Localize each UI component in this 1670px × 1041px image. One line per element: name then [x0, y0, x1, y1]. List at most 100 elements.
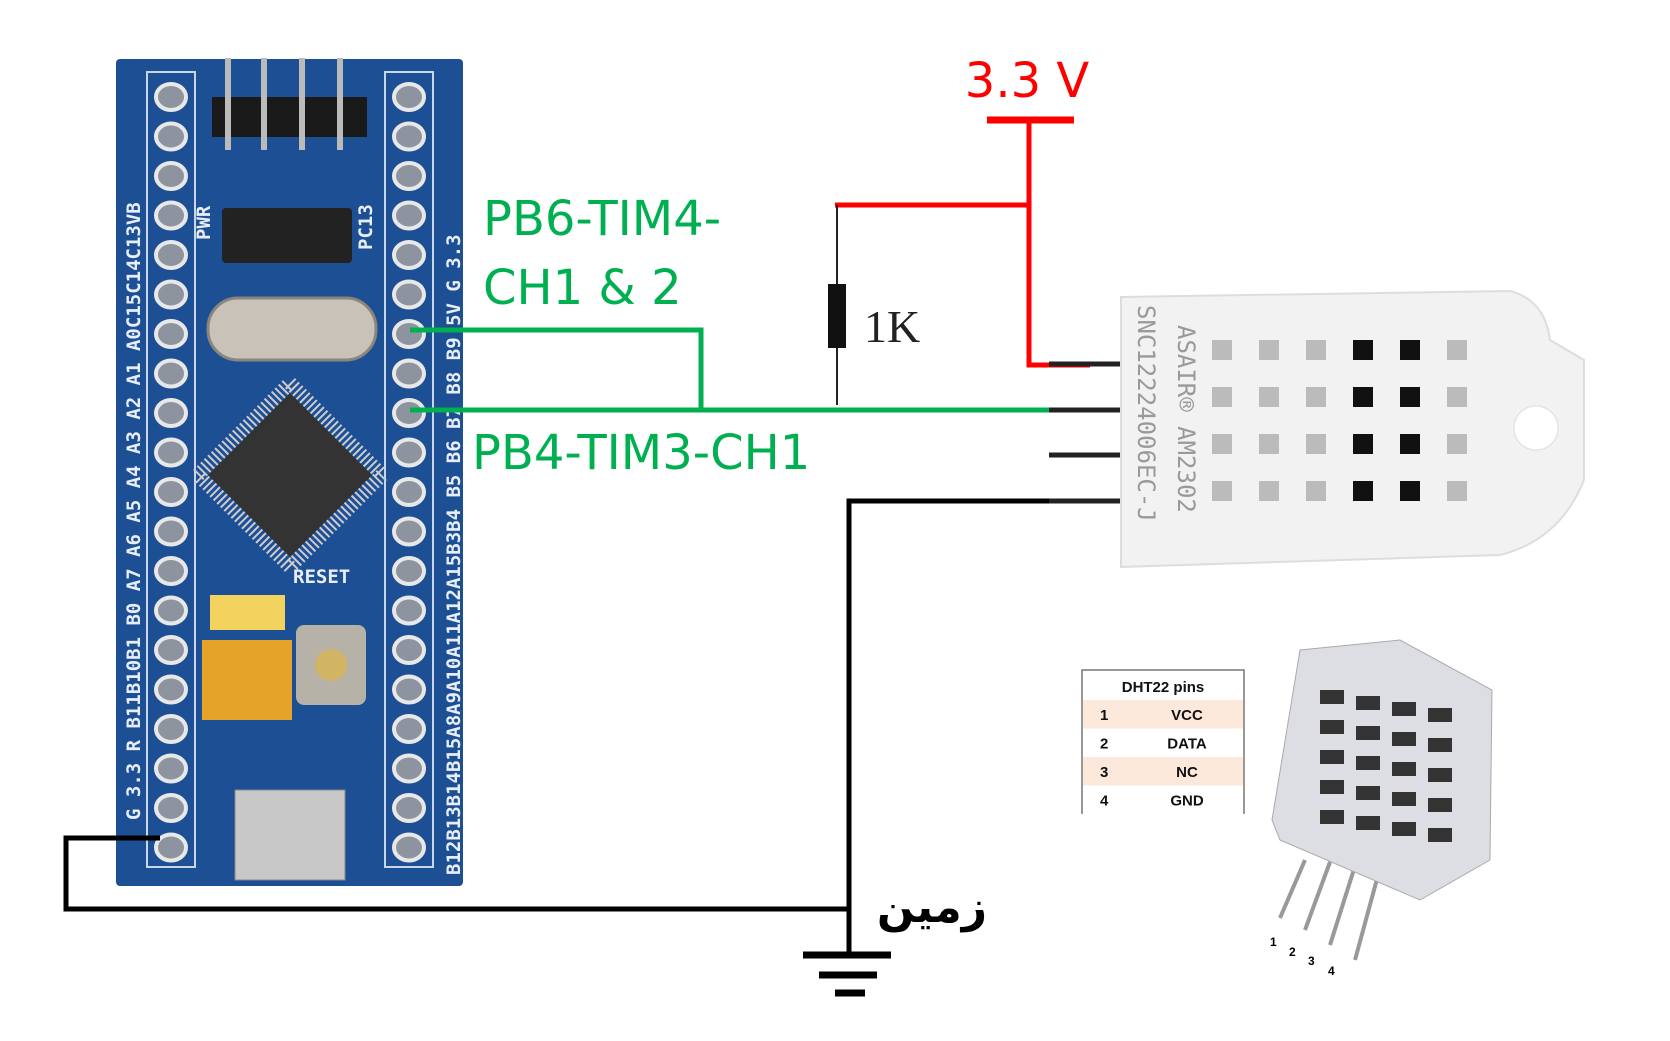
left-pin-labels: G 3.3 R B11B10B1 B0 A7 A6 A5 A4 A3 A2 A1… — [123, 202, 145, 820]
sensor-vent — [1356, 756, 1380, 770]
pin-hole — [154, 477, 188, 507]
pin-hole — [154, 121, 188, 152]
pin-num-3: 3 — [1308, 954, 1315, 968]
supply-voltage-label: 3.3 V — [965, 53, 1090, 109]
pc13-label: PC13 — [355, 204, 377, 250]
pin-hole — [392, 121, 426, 152]
pin-hole — [392, 714, 426, 744]
pin-name: VCC — [1171, 707, 1203, 724]
pin-num-4: 4 — [1328, 964, 1335, 978]
board-gnd-wire — [63, 835, 849, 912]
pin-hole — [154, 437, 188, 468]
pin-hole — [154, 240, 188, 270]
sensor-vent — [1353, 434, 1373, 454]
pin-number: 2 — [1100, 736, 1108, 753]
pin-num-2: 2 — [1289, 945, 1296, 959]
pin-hole — [154, 279, 188, 310]
sensor-marking-1: ASAIR® AM2302 — [1172, 325, 1200, 513]
pin-hole — [154, 82, 188, 112]
pin-hole — [154, 635, 188, 665]
pin-hole — [392, 319, 426, 349]
usb-connector — [234, 789, 346, 881]
boot-jumpers — [202, 640, 292, 720]
pin-hole — [392, 516, 426, 547]
pin-hole — [392, 161, 426, 191]
sensor-vent — [1212, 340, 1232, 360]
sensor-vent — [1400, 481, 1420, 501]
stm32-blue-pill-board: G 3.3 R B11B10B1 B0 A7 A6 A5 A4 A3 A2 A1… — [116, 58, 465, 886]
pin-hole — [392, 358, 426, 389]
sensor-vent — [1306, 481, 1326, 501]
sensor-vent — [1353, 340, 1373, 360]
sensor-vent — [1306, 340, 1326, 360]
pin-hole — [154, 832, 188, 863]
vcc-wire — [1026, 120, 1090, 368]
pin-table-row — [1083, 728, 1243, 757]
sensor-vent — [1428, 738, 1452, 752]
sensor-vent — [1356, 726, 1380, 740]
pin-hole — [392, 279, 426, 310]
resistor-label: 1K — [864, 301, 920, 352]
pin-hole — [392, 398, 426, 428]
sensor-vent — [1447, 387, 1467, 407]
pin-name: NC — [1176, 764, 1198, 781]
pin-table-row — [1083, 785, 1243, 814]
sensor-vent — [1392, 792, 1416, 806]
main-crystal — [206, 296, 378, 362]
sensor-vent — [1306, 434, 1326, 454]
pin-hole — [154, 793, 188, 823]
pin-hole — [154, 516, 188, 547]
sensor-vent — [1356, 786, 1380, 800]
sensor-marking-2: SNC12224006EC-J — [1132, 305, 1160, 522]
pin-hole — [154, 200, 188, 231]
sensor-vent — [1400, 387, 1420, 407]
pin-hole — [154, 595, 188, 626]
sensor-vent — [1400, 340, 1420, 360]
pin-hole — [392, 753, 426, 784]
pin-hole — [154, 358, 188, 389]
pullup-resistor: 1K — [828, 205, 920, 405]
sensor-vent — [1428, 798, 1452, 812]
sensor-vent — [1353, 481, 1373, 501]
reset-label: RESET — [293, 566, 350, 588]
sensor-vent — [1259, 434, 1279, 454]
sensor-vent — [1320, 690, 1344, 704]
pin-hole — [392, 437, 426, 468]
sensor-vent — [1428, 708, 1452, 722]
pin-hole — [154, 556, 188, 586]
sensor-vent — [1306, 387, 1326, 407]
sensor-vent — [1400, 434, 1420, 454]
right-pin-labels: B12B13B14B15A8A9A10A11A12A15B3B4 B5 B6 B… — [443, 234, 465, 875]
sensor-vent — [1447, 481, 1467, 501]
rtc-crystal — [222, 208, 352, 263]
pb6-label-line2: CH1 & 2 — [483, 260, 682, 316]
pin-hole — [154, 753, 188, 784]
sensor-vent — [1259, 387, 1279, 407]
sensor-vent — [1428, 768, 1452, 782]
sensor-vent — [1428, 828, 1452, 842]
sensor-vent — [1392, 762, 1416, 776]
pin-hole — [392, 635, 426, 665]
sensor-vent — [1356, 696, 1380, 710]
pin-hole — [392, 674, 426, 705]
sensor-vent — [1320, 810, 1344, 824]
dht22-3d-image: 1 2 3 4 — [1270, 639, 1493, 978]
pin-number: 4 — [1100, 793, 1109, 810]
pin-number: 3 — [1100, 764, 1108, 781]
pin-hole — [392, 82, 426, 112]
sensor-vent — [1320, 780, 1344, 794]
sensor-vent — [1392, 702, 1416, 716]
pin-hole — [154, 674, 188, 705]
pin-hole — [154, 161, 188, 191]
sensor-vent — [1212, 481, 1232, 501]
sensor-vent — [1353, 387, 1373, 407]
sensor-vent — [1356, 816, 1380, 830]
pin-hole — [154, 714, 188, 744]
pb6-wire — [410, 327, 704, 410]
ground-label: زمین — [877, 882, 987, 933]
boot-jumper — [210, 595, 285, 630]
sensor-vent — [1259, 340, 1279, 360]
pin-table-title: DHT22 pins — [1122, 679, 1205, 696]
sensor-vent — [1447, 434, 1467, 454]
